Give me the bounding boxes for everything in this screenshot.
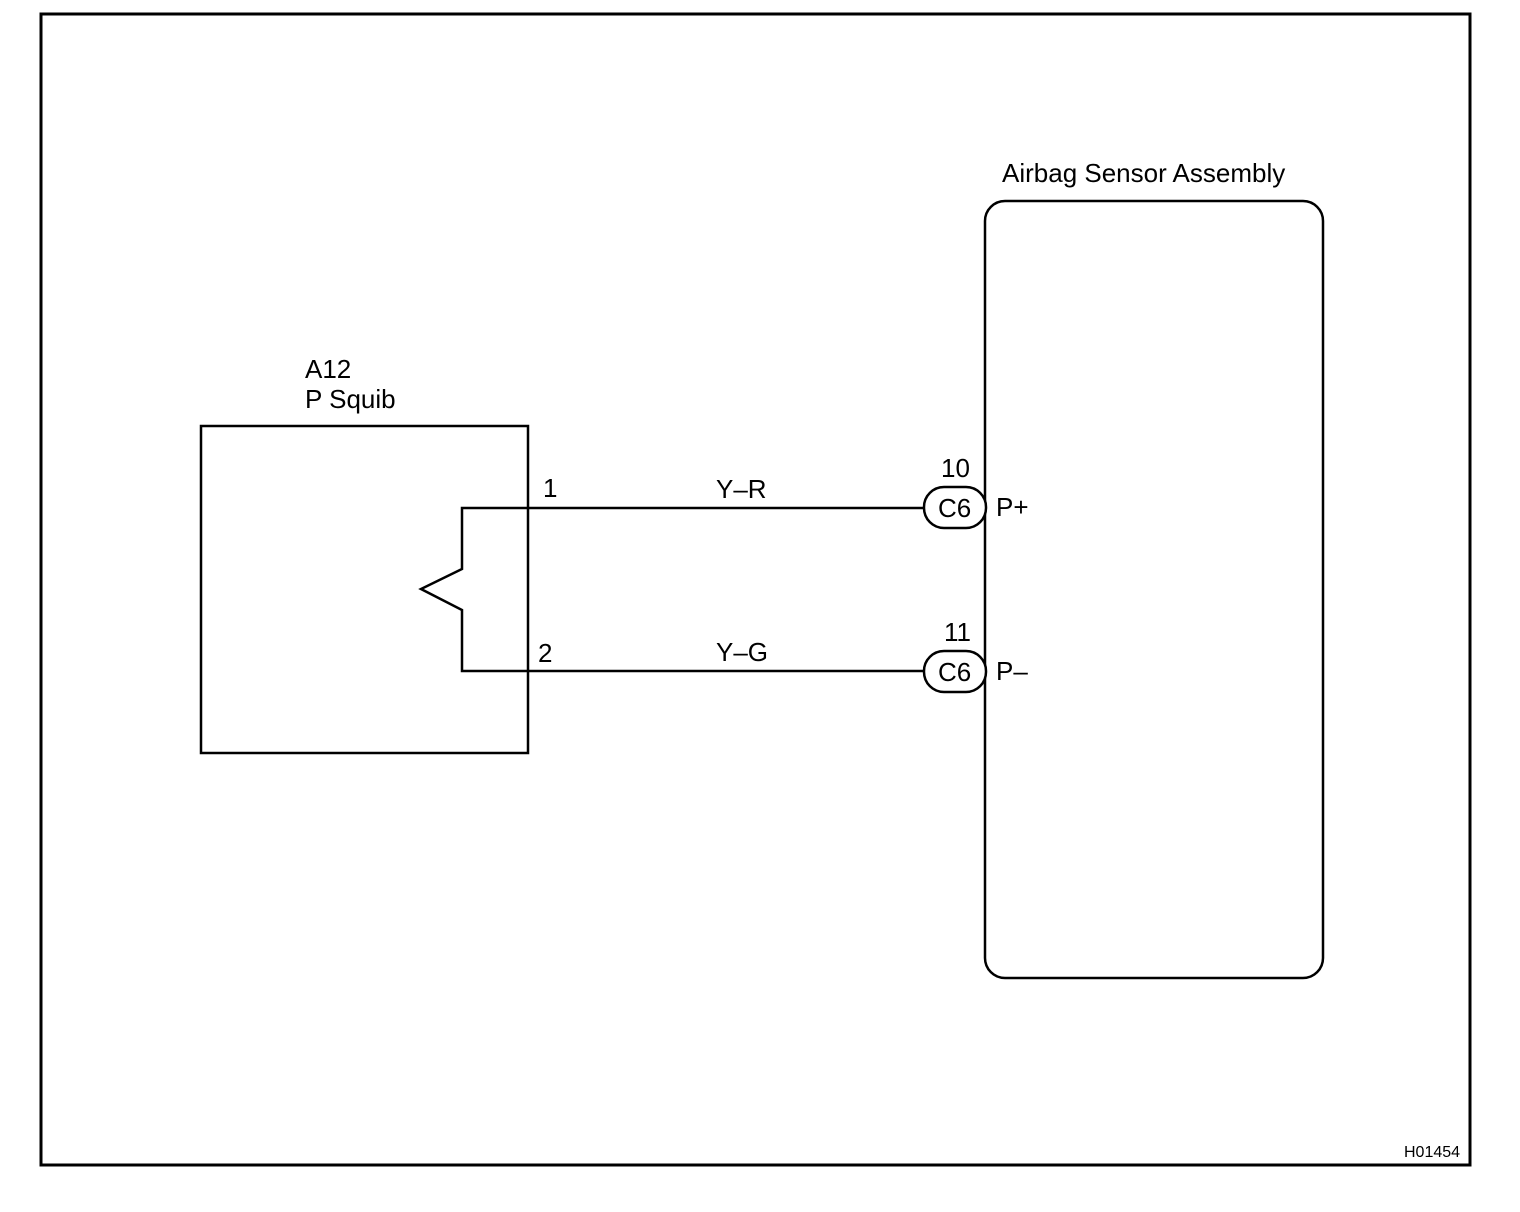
sensor-box [983, 199, 1325, 980]
terminal-p-minus-label: P– [996, 656, 1028, 686]
terminal-10-label: 10 [941, 453, 970, 483]
squib-pin-1-label: 1 [543, 473, 557, 503]
squib-name-label: P Squib [305, 384, 396, 414]
terminal-p-plus-label: P+ [996, 492, 1029, 522]
sensor-name-label: Airbag Sensor Assembly [1002, 158, 1285, 188]
connector-c6-p-plus-label: C6 [938, 493, 971, 523]
connector-c6-p-minus [922, 649, 988, 694]
wire-yr-color-label: Y–R [716, 474, 767, 504]
squib-element-symbol [418, 506, 528, 673]
squib-pin-2-label: 2 [538, 638, 552, 668]
diagram-code: H01454 [1404, 1144, 1460, 1161]
wire-yg-color-label: Y–G [716, 637, 768, 667]
connector-c6-p-minus-label: C6 [938, 657, 971, 687]
squib-code-label: A12 [305, 354, 351, 384]
connector-c6-p-plus [922, 485, 988, 530]
terminal-11-label: 11 [944, 617, 971, 647]
diagram-frame [39, 12, 1472, 1167]
squib-box [199, 424, 530, 755]
